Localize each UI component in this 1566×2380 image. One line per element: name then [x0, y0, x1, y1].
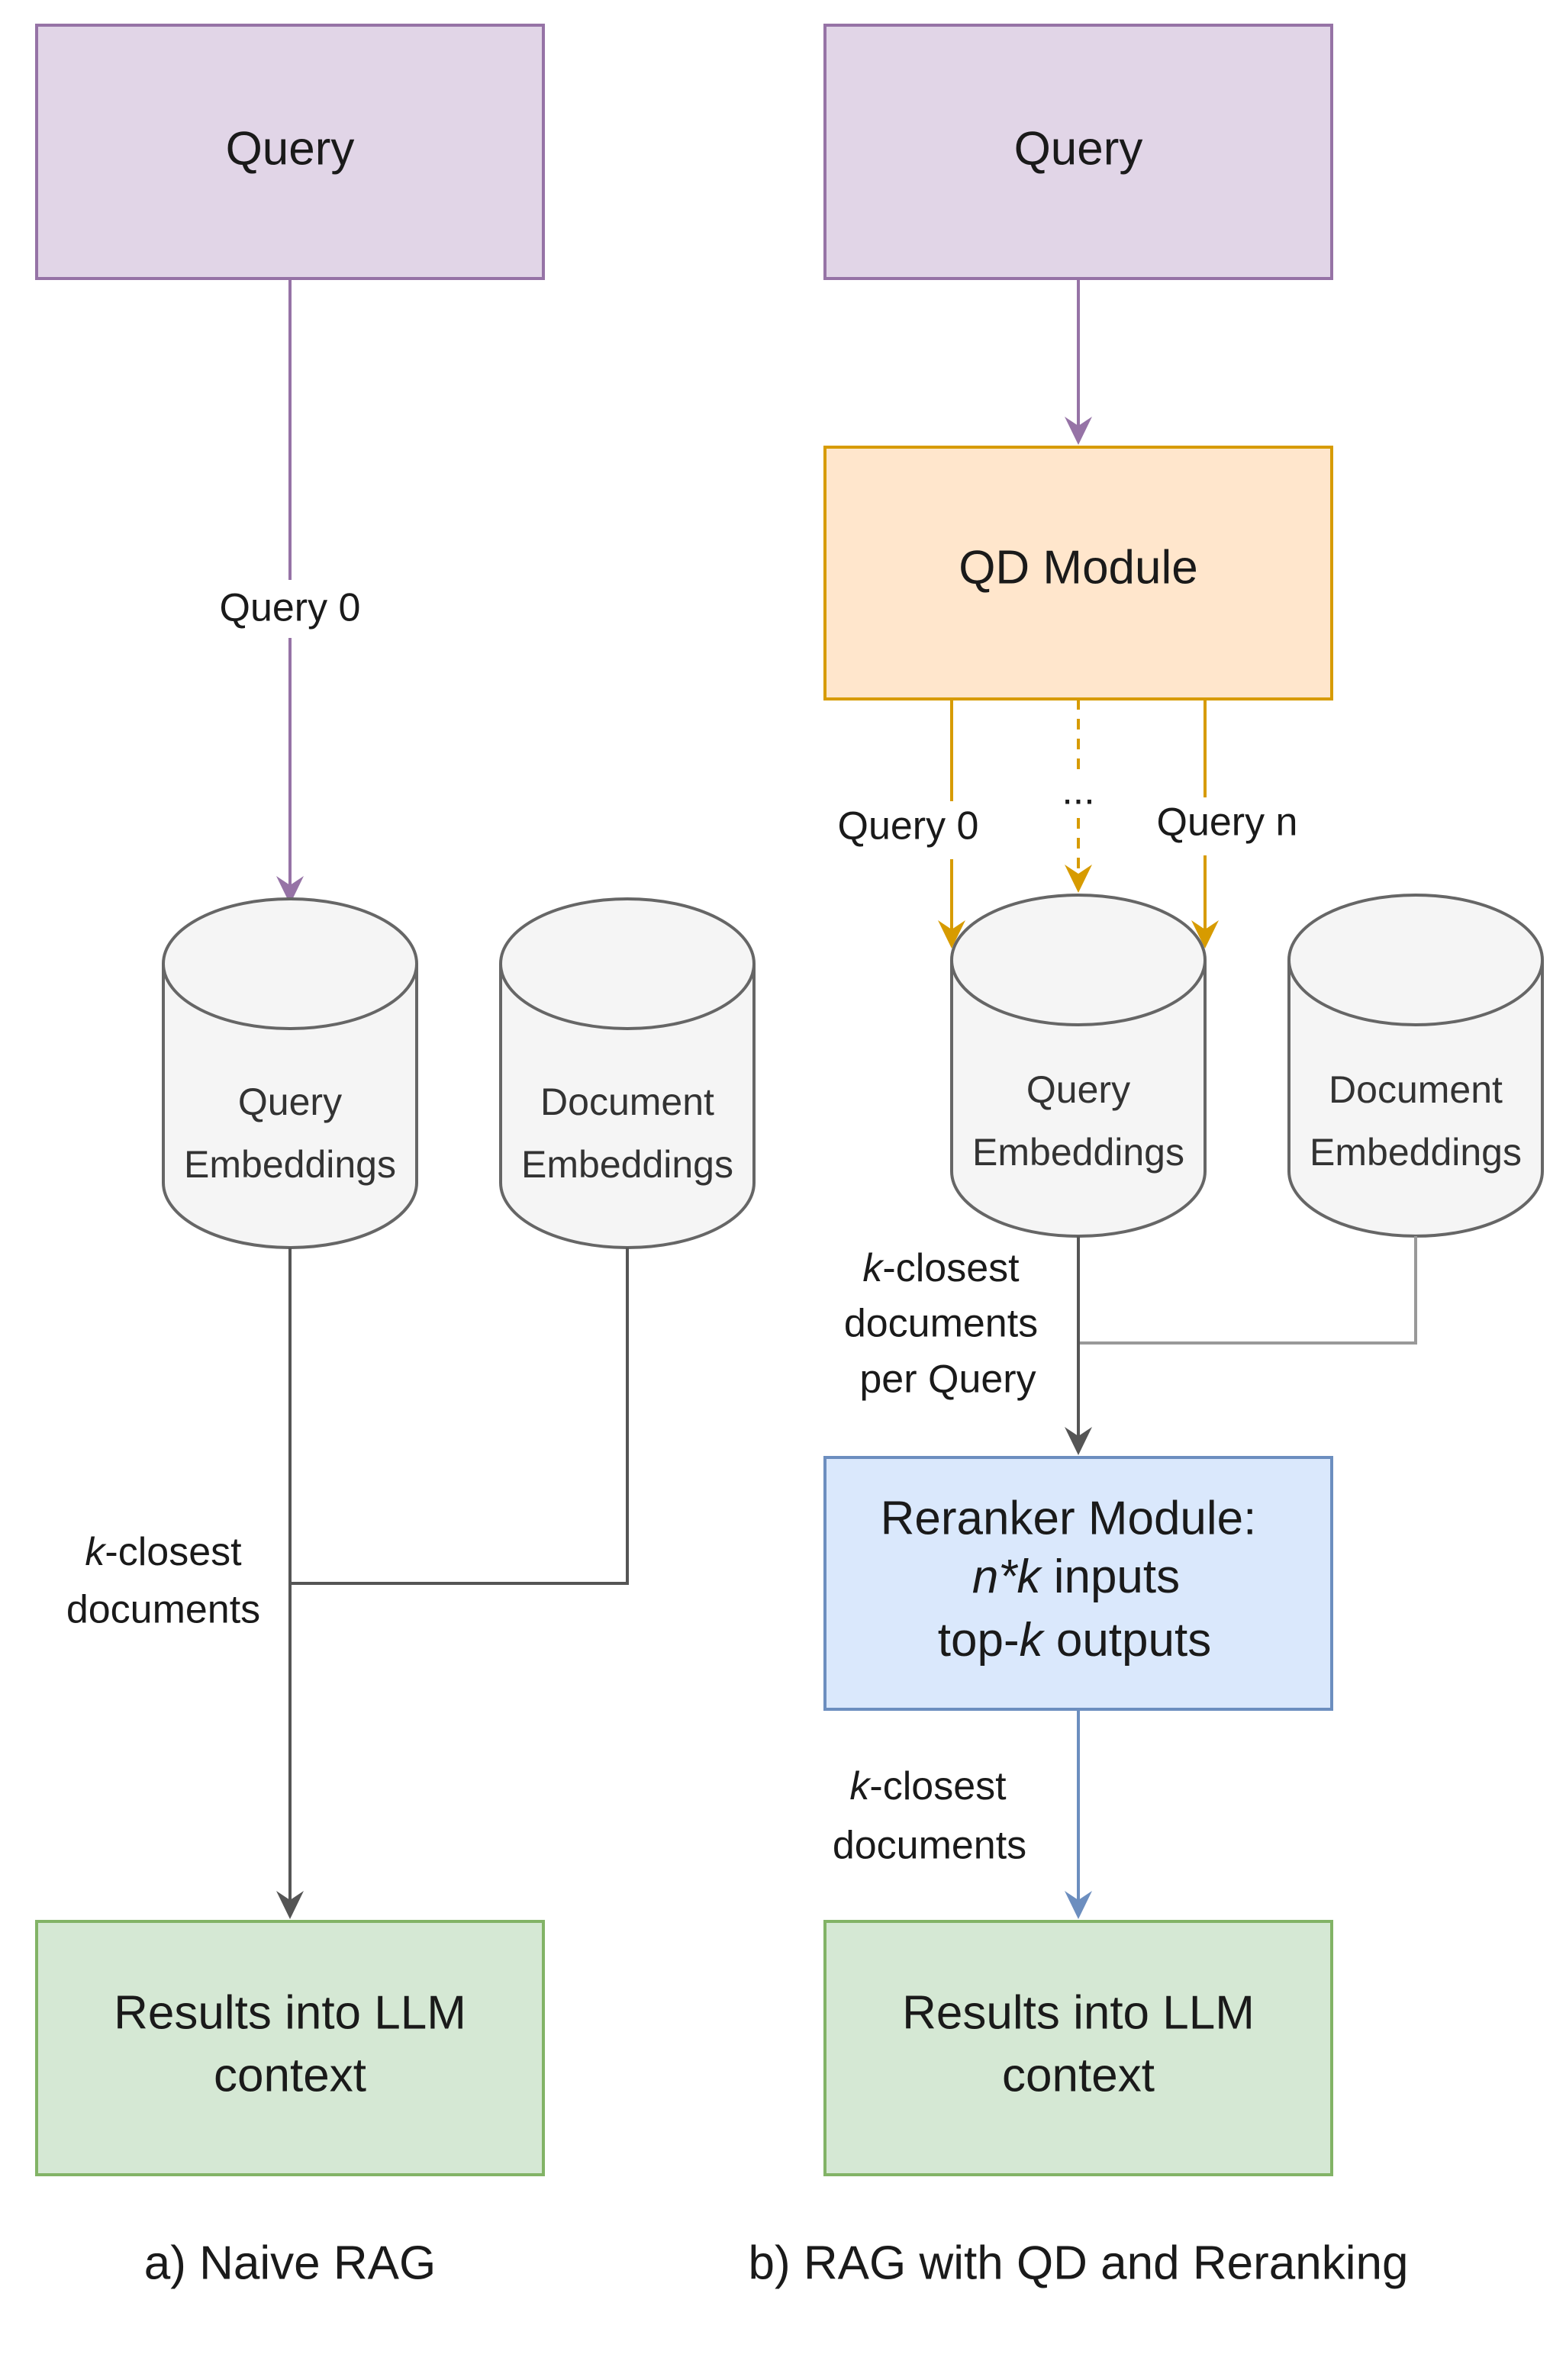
- database-icon: [162, 897, 418, 1030]
- panel-b-edge-per-query: per Query: [859, 1357, 1036, 1402]
- panel-b-edge-queryn: Query n: [1157, 800, 1298, 845]
- panel-a-doc-db-line1: Document: [540, 1081, 714, 1123]
- arrow-head-icon: [1065, 1427, 1092, 1455]
- panel-a-edge-kclosest: k-closest: [85, 1530, 242, 1574]
- panel-b-reranker-line2: n*k inputs: [972, 1551, 1180, 1603]
- arrow-head-icon: [1065, 417, 1092, 445]
- panel-a-doc-db-line2: Embeddings: [521, 1143, 733, 1186]
- panel-a-naive-rag: Query Query 0 Query Embeddings Document …: [35, 24, 756, 2289]
- panel-a-retrieval-arrow: [276, 1248, 629, 1919]
- panel-b-doc-db-line1: Document: [1329, 1068, 1503, 1111]
- panel-a-query-embeddings-db: Query Embeddings: [162, 897, 418, 1249]
- panel-a-edge-query0: Query 0: [220, 586, 361, 630]
- panel-a-results-line1: Results into LLM: [114, 1986, 466, 2039]
- panel-b-rag-qd-reranking: Query QD Module Query 0 ... Query n: [749, 24, 1544, 2289]
- panel-a-edge-documents: documents: [66, 1588, 260, 1632]
- panel-b-results-box: Results into LLM context: [823, 1920, 1333, 2176]
- arrow-head-icon: [276, 1891, 304, 1919]
- panel-a-query-db-line2: Embeddings: [184, 1143, 396, 1186]
- panel-b-reranker-line3: top-k outputs: [938, 1614, 1211, 1667]
- panel-b-retrieval-arrow: [1065, 1236, 1417, 1455]
- panel-b-edge2-kclosest: k-closest: [849, 1764, 1007, 1808]
- panel-b-results-line2: context: [1002, 2049, 1155, 2101]
- arrow-head-icon: [938, 920, 965, 948]
- panel-b-edge-ellipsis: ...: [1062, 769, 1094, 813]
- arrow-head-icon: [276, 876, 304, 904]
- panel-a-query-box: Query: [35, 24, 545, 280]
- panel-b-query-db-line1: Query: [1026, 1068, 1130, 1111]
- panel-b-qd-label: QD Module: [959, 541, 1198, 594]
- panel-b-reranker-line1: Reranker Module:: [881, 1492, 1257, 1544]
- panel-b-results-line1: Results into LLM: [902, 1986, 1255, 2039]
- panel-a-query-label: Query: [226, 122, 355, 175]
- panel-b-edge-documents: documents: [844, 1302, 1038, 1346]
- panel-b-edge-kclosest: k-closest: [862, 1246, 1020, 1290]
- panel-b-query-arrow: [1065, 279, 1092, 445]
- panel-b-edge-query0: Query 0: [838, 804, 979, 849]
- arrow-head-icon: [1065, 865, 1092, 893]
- panel-b-reranked-arrow: [1065, 1709, 1092, 1919]
- database-icon: [499, 897, 756, 1030]
- panel-b-query-db-line2: Embeddings: [972, 1131, 1184, 1174]
- panel-b-query-embeddings-db: Query Embeddings: [950, 894, 1207, 1238]
- panel-a-document-embeddings-db: Document Embeddings: [499, 897, 756, 1249]
- panel-a-results-line2: context: [214, 2049, 366, 2101]
- arrow-head-icon: [1191, 920, 1219, 948]
- panel-a-query-db-line1: Query: [238, 1081, 342, 1123]
- panel-a-results-box: Results into LLM context: [35, 1920, 545, 2176]
- panel-b-caption: b) RAG with QD and Reranking: [749, 2237, 1409, 2289]
- panel-b-query-label: Query: [1014, 122, 1143, 175]
- arrow-head-icon: [1065, 1891, 1092, 1919]
- panel-b-document-embeddings-db: Document Embeddings: [1287, 894, 1544, 1238]
- database-icon: [950, 894, 1207, 1026]
- panel-b-qd-module: QD Module: [823, 446, 1333, 700]
- panel-b-query-box: Query: [823, 24, 1333, 280]
- database-icon: [1287, 894, 1544, 1026]
- panel-a-caption: a) Naive RAG: [144, 2237, 436, 2289]
- panel-b-edge2-documents: documents: [833, 1824, 1026, 1868]
- panel-b-doc-db-line2: Embeddings: [1310, 1131, 1522, 1174]
- panel-b-reranker-module: Reranker Module: n*k inputs top-k output…: [823, 1456, 1333, 1711]
